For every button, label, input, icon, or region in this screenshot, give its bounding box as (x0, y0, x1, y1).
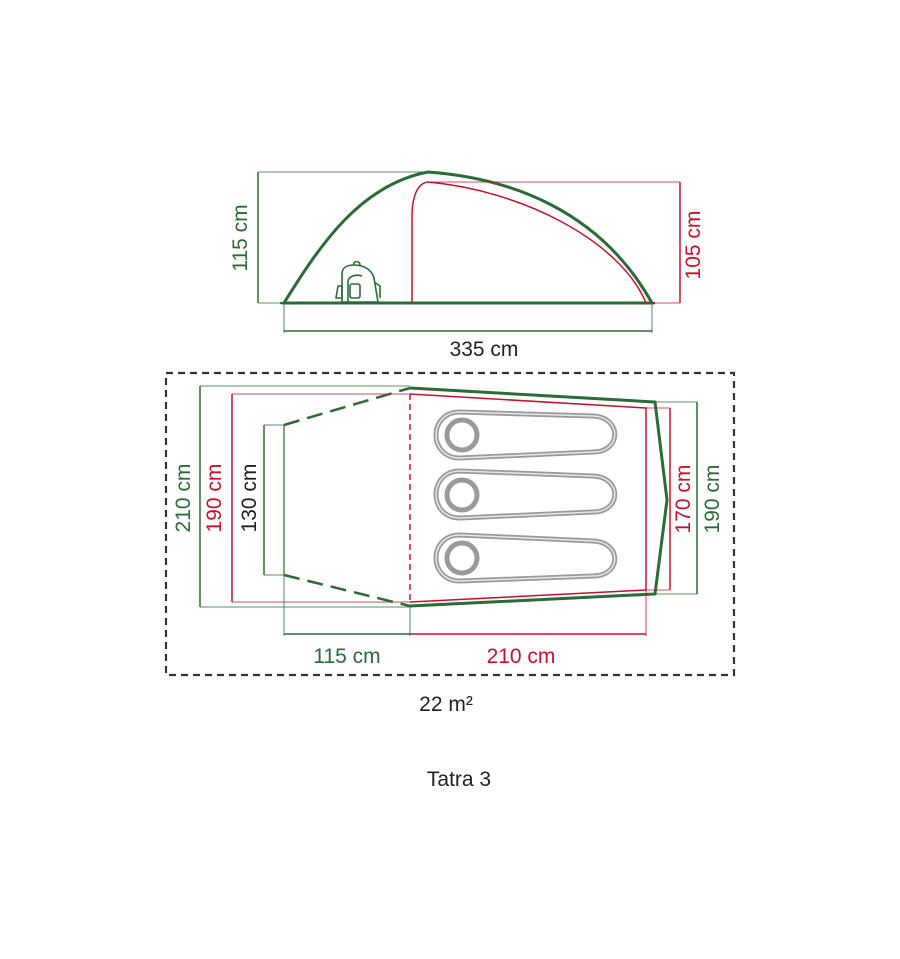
porch-length-label: 115 cm (313, 645, 380, 668)
sleeping-bag (433, 532, 618, 584)
inner-height-label: 105 cm (682, 211, 705, 280)
porch-wall-top (283, 386, 411, 427)
sleeping-bags-inner-line (435, 411, 616, 582)
outer-height-label: 115 cm (229, 204, 252, 271)
footprint-area-label: 22 m² (419, 693, 473, 716)
outer-width-left-label: 210 cm (172, 464, 195, 533)
product-name: Tatra 3 (427, 768, 491, 791)
door-width-label: 130 cm (238, 464, 261, 533)
inner-tent-outline (409, 393, 647, 603)
porch-wall-bottom (283, 573, 411, 608)
outer-fly-outline (409, 386, 669, 608)
bedroom-length-label: 210 cm (487, 645, 556, 668)
outer-width-right-label: 190 cm (701, 465, 724, 534)
inner-width-left-label: 190 cm (203, 464, 226, 533)
sleeping-bags (433, 409, 618, 584)
side-view: 115 cm 105 cm 335 cm (229, 170, 705, 361)
sleeping-bag (433, 409, 618, 461)
footprint-border (164, 371, 736, 677)
floor-plan: 210 cm 190 cm 130 cm 170 cm 190 cm 115 c… (164, 371, 736, 677)
outer-tent-profile (281, 170, 655, 305)
length-label: 335 cm (450, 338, 519, 361)
inner-tent-profile (411, 181, 647, 304)
sleeping-bag (433, 468, 618, 521)
inner-width-right-label: 170 cm (672, 465, 695, 534)
backpack-icon (335, 260, 381, 303)
